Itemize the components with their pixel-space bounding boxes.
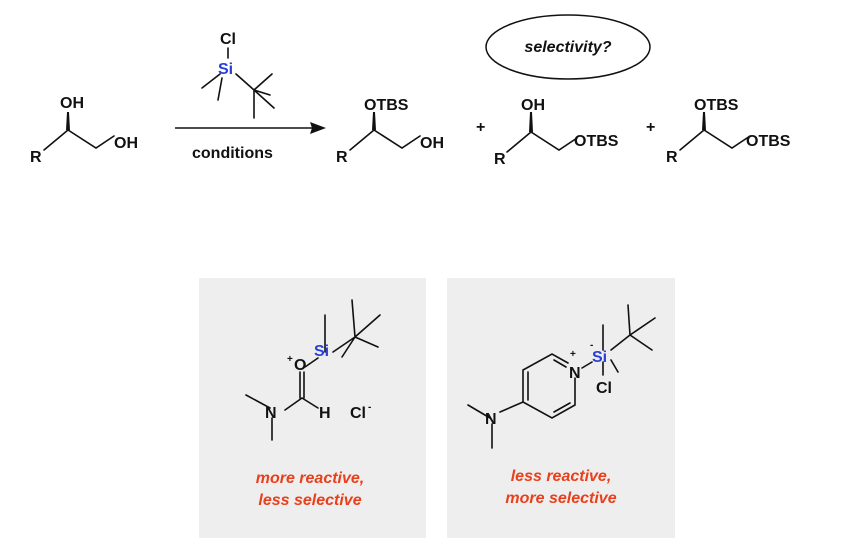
- oxygen-label: O: [294, 357, 306, 374]
- otbs-label: OTBS: [364, 97, 409, 114]
- otbs-label: OTBS: [574, 133, 619, 150]
- panel-dmap-silyl: N + Si - Cl N less reactive, more select…: [447, 278, 675, 538]
- oh-label: OH: [114, 135, 138, 152]
- selectivity-question: selectivity?: [524, 39, 611, 56]
- chlorine-label: Cl: [596, 380, 612, 397]
- r-label: R: [30, 149, 42, 166]
- chloride-label: Cl: [350, 405, 366, 422]
- caption-line: more reactive,: [256, 470, 365, 487]
- oh-label: OH: [521, 97, 545, 114]
- oh-label: OH: [420, 135, 444, 152]
- hydrogen-label: H: [319, 405, 331, 422]
- caption-line: less selective: [258, 492, 361, 509]
- starting-diol: OH OH R: [30, 95, 138, 166]
- plus-sign: +: [646, 119, 655, 136]
- si-label: Si: [592, 349, 607, 366]
- si-label: Si: [314, 343, 329, 360]
- selectivity-bubble: [485, 14, 651, 80]
- si-label: Si: [218, 61, 233, 78]
- plus-charge: +: [287, 354, 293, 365]
- product-primary-otbs: OH OTBS R: [494, 97, 619, 168]
- r-label: R: [666, 149, 678, 166]
- plus-charge: +: [570, 349, 576, 360]
- plus-sign: +: [476, 119, 485, 136]
- conditions-label: conditions: [192, 145, 273, 162]
- r-label: R: [336, 149, 348, 166]
- product-primary-oh: OTBS OH R: [336, 97, 444, 166]
- nitrogen-label: N: [265, 405, 277, 422]
- reaction-arrow: [175, 122, 326, 134]
- cl-label: Cl: [220, 31, 236, 48]
- minus-charge: -: [590, 340, 593, 351]
- caption-line: less reactive,: [511, 468, 612, 485]
- tbscl-reagent: Cl Si: [201, 31, 275, 119]
- r-label: R: [494, 151, 506, 168]
- nitrogen-label: N: [485, 411, 497, 428]
- otbs-label: OTBS: [746, 133, 791, 150]
- oh-label: OH: [60, 95, 84, 112]
- panel-dmf-silyl: O + Si N H Cl - more reactive, less sele…: [199, 278, 426, 538]
- caption-line: more selective: [505, 490, 616, 507]
- product-bis-otbs: OTBS OTBS R: [666, 97, 791, 166]
- minus-charge: -: [368, 402, 371, 413]
- otbs-label: OTBS: [694, 97, 739, 114]
- pyridinium-nitrogen: N: [569, 365, 581, 382]
